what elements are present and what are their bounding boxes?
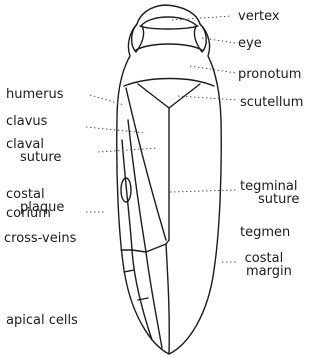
label-claval-suture-line2: suture	[6, 151, 61, 164]
label-tegmen: tegmen	[240, 226, 290, 239]
label-costal-margin: costal margin	[236, 252, 292, 278]
label-scutellum: scutellum	[240, 96, 303, 109]
leader-tegminal-suture	[170, 190, 236, 192]
claval-suture-left	[126, 88, 166, 240]
label-corium: corium	[6, 207, 51, 220]
vertex-outline	[140, 26, 198, 29]
head-front	[141, 17, 197, 26]
label-humerus: humerus	[6, 88, 64, 101]
scutellum-outline	[138, 84, 200, 108]
apical-vein-2	[146, 252, 162, 348]
apical-vein-1	[132, 250, 152, 340]
apical-vein-3	[166, 244, 169, 354]
label-pronotum: pronotum	[238, 68, 301, 81]
label-tegminal-suture-line2: suture	[240, 193, 299, 206]
label-claval-suture: claval suture	[6, 138, 61, 164]
leader-scutellum	[178, 96, 238, 100]
label-clavus: clavus	[6, 115, 47, 128]
label-apical-cells: apical cells	[6, 314, 78, 327]
label-costal-margin-line2: margin	[236, 265, 292, 278]
leader-claval-suture	[98, 148, 158, 152]
leader-eye	[202, 38, 236, 43]
label-vertex: vertex	[238, 10, 280, 23]
apical-cross-2	[124, 270, 134, 272]
pronotum-posterior	[124, 79, 214, 87]
label-tegminal-suture: tegminal suture	[240, 180, 299, 206]
pronotum-anterior	[136, 44, 202, 50]
label-eye: eye	[238, 37, 262, 50]
label-cross-veins: cross-veins	[4, 232, 76, 245]
